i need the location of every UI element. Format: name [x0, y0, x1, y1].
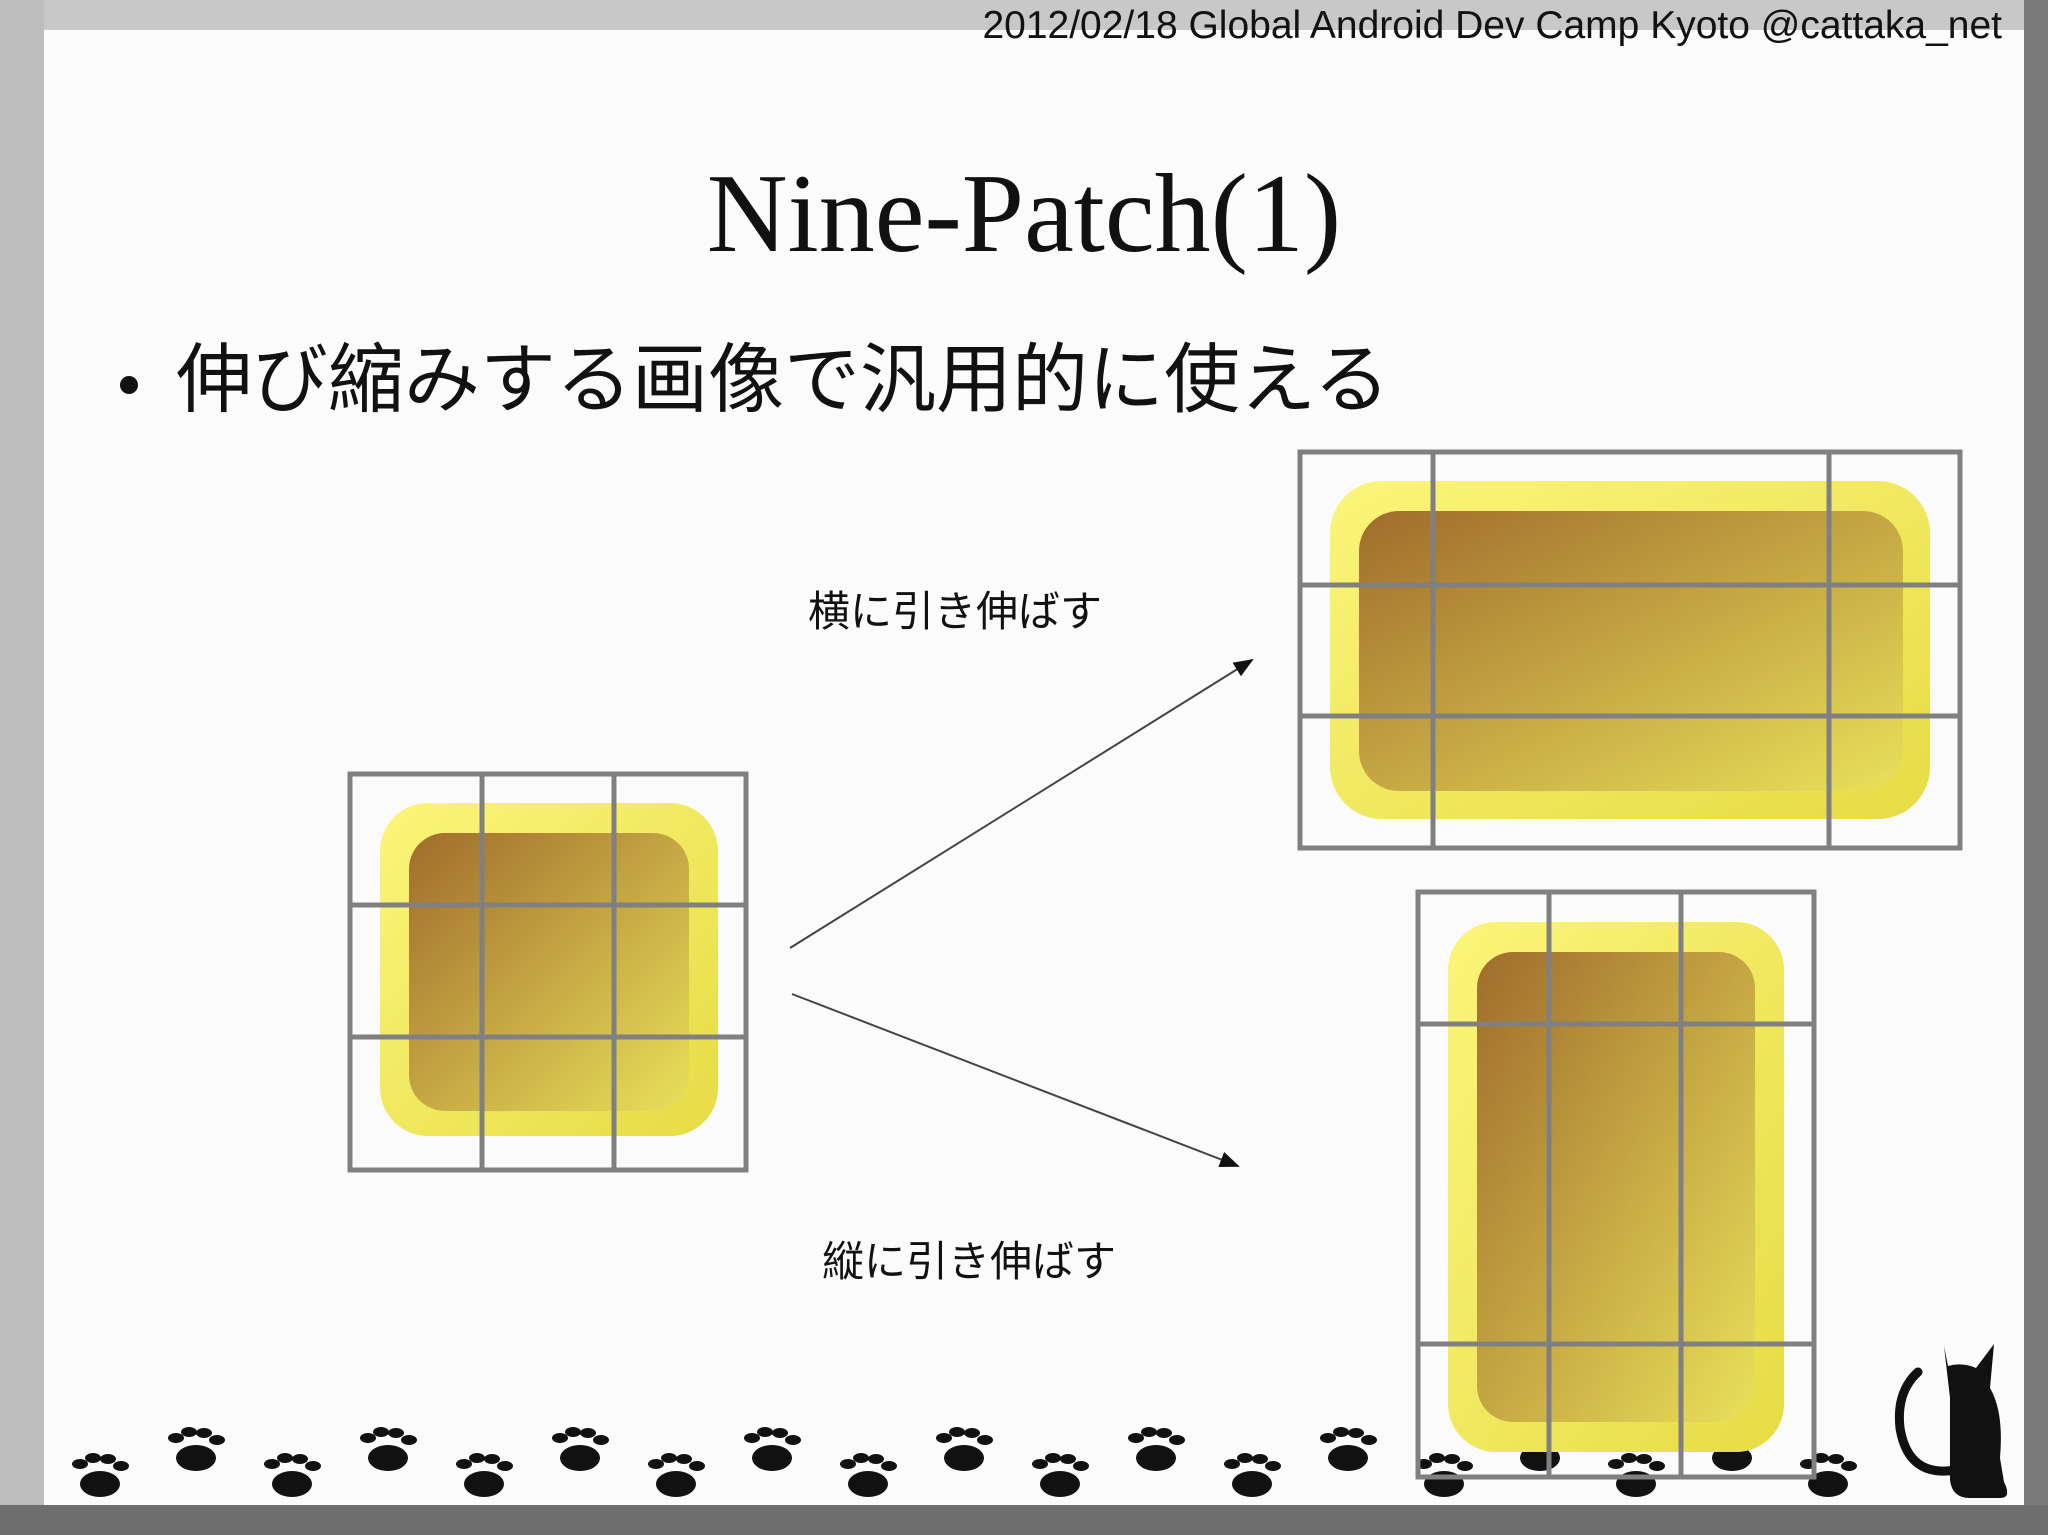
- bullet-item: 伸び縮みする画像で汎用的に使える: [120, 318, 1390, 428]
- caption-horizontal: 横に引き伸ばす: [808, 587, 1103, 636]
- frame-bottom-shadow: [0, 1505, 2048, 1535]
- arrow-vertical: [791, 993, 1240, 1167]
- vertical-stretched-nine-patch: [1415, 889, 1817, 1480]
- caption-vertical: 縦に引き伸ばす: [822, 1237, 1117, 1286]
- cat-silhouette-icon: [1894, 1344, 2008, 1498]
- bullet-text: 伸び縮みする画像で汎用的に使える: [176, 335, 1390, 424]
- frame-right-shadow: [2024, 0, 2048, 1535]
- slide-title: Nine-Patch(1): [706, 152, 1342, 276]
- arrow-horizontal: [789, 658, 1254, 949]
- source-nine-patch: [347, 771, 749, 1173]
- frame-left-border: [0, 0, 44, 1535]
- frame-top-border: [0, 0, 2048, 30]
- bullet-dot-icon: [120, 376, 138, 394]
- event-header: 2012/02/18 Global Android Dev Camp Kyoto…: [982, 4, 2002, 47]
- horizontal-stretched-nine-patch: [1297, 449, 1963, 851]
